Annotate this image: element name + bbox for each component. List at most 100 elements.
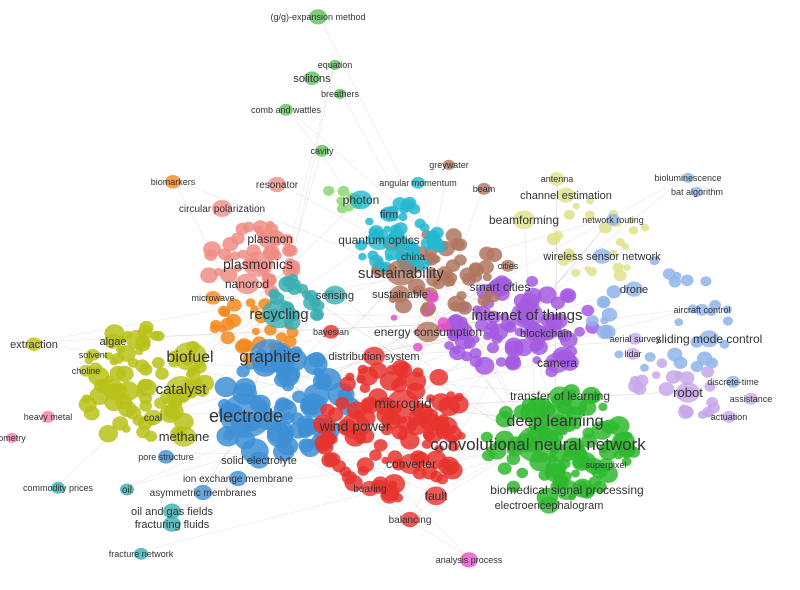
cluster-node[interactable]: [336, 196, 346, 206]
cluster-node[interactable]: [628, 226, 639, 235]
cluster-node[interactable]: [701, 366, 715, 378]
keyword-node[interactable]: [404, 248, 422, 265]
cluster-node[interactable]: [421, 439, 432, 449]
keyword-node[interactable]: [250, 339, 290, 374]
cluster-node[interactable]: [430, 226, 444, 239]
keyword-node[interactable]: [205, 291, 221, 305]
keyword-node[interactable]: [460, 552, 478, 568]
keyword-node[interactable]: [557, 187, 575, 203]
cluster-node[interactable]: [275, 397, 291, 412]
keyword-node[interactable]: [258, 228, 282, 249]
keyword-node[interactable]: [386, 260, 416, 286]
keyword-node[interactable]: [511, 301, 543, 329]
cluster-node[interactable]: [390, 314, 398, 321]
cluster-node[interactable]: [220, 267, 238, 283]
keyword-node[interactable]: [79, 364, 93, 377]
keyword-node[interactable]: [323, 325, 339, 339]
cluster-node[interactable]: [408, 203, 421, 215]
cluster-node[interactable]: [357, 465, 369, 476]
cluster-node[interactable]: [574, 326, 585, 337]
cluster-node[interactable]: [444, 341, 454, 350]
keyword-node[interactable]: [220, 393, 272, 438]
cluster-node[interactable]: [469, 262, 483, 274]
keyword-node[interactable]: [516, 425, 560, 463]
cluster-node[interactable]: [573, 458, 584, 469]
keyword-node[interactable]: [363, 346, 385, 366]
keyword-node[interactable]: [172, 426, 196, 447]
cluster-node[interactable]: [450, 238, 465, 251]
keyword-node[interactable]: [309, 9, 327, 25]
cluster-node[interactable]: [678, 404, 690, 414]
cluster-node[interactable]: [687, 304, 698, 314]
cluster-node[interactable]: [359, 383, 371, 394]
cluster-node[interactable]: [431, 393, 451, 411]
keyword-node[interactable]: [443, 159, 455, 170]
cluster-node[interactable]: [656, 358, 668, 369]
cluster-node[interactable]: [706, 397, 719, 408]
cluster-node[interactable]: [283, 335, 297, 348]
cluster-node[interactable]: [674, 318, 684, 326]
keyword-node[interactable]: [243, 251, 273, 277]
cluster-node[interactable]: [341, 470, 357, 485]
cluster-node[interactable]: [658, 382, 675, 397]
cluster-node[interactable]: [563, 250, 577, 263]
cluster-node[interactable]: [584, 210, 595, 220]
cluster-node[interactable]: [581, 386, 602, 405]
cluster-node[interactable]: [303, 353, 328, 376]
keyword-node[interactable]: [549, 386, 571, 406]
cluster-node[interactable]: [311, 299, 325, 312]
keyword-node[interactable]: [324, 285, 346, 305]
cluster-node[interactable]: [680, 274, 694, 287]
keyword-node[interactable]: [380, 206, 398, 222]
keyword-node[interactable]: [144, 409, 162, 426]
cluster-node[interactable]: [523, 287, 543, 305]
cluster-node[interactable]: [286, 327, 299, 338]
cluster-node[interactable]: [591, 420, 613, 440]
cluster-node[interactable]: [581, 433, 598, 448]
cluster-node[interactable]: [436, 474, 448, 485]
cluster-node[interactable]: [214, 376, 237, 398]
cluster-node[interactable]: [679, 371, 695, 385]
cluster-node[interactable]: [537, 286, 557, 304]
keyword-node[interactable]: [334, 88, 346, 99]
cluster-node[interactable]: [225, 313, 242, 328]
cluster-node[interactable]: [441, 420, 450, 429]
cluster-node[interactable]: [697, 410, 708, 419]
cluster-node[interactable]: [125, 405, 142, 420]
keyword-node[interactable]: [262, 299, 296, 329]
cluster-node[interactable]: [495, 357, 507, 367]
cluster-node[interactable]: [299, 418, 318, 434]
keyword-node[interactable]: [134, 547, 148, 560]
cluster-node[interactable]: [373, 439, 388, 452]
cluster-node[interactable]: [627, 217, 635, 224]
keyword-node[interactable]: [593, 248, 611, 264]
cluster-node[interactable]: [598, 221, 612, 234]
cluster-node[interactable]: [299, 393, 327, 418]
cluster-node[interactable]: [609, 250, 618, 258]
cluster-node[interactable]: [220, 308, 231, 317]
cluster-node[interactable]: [398, 212, 408, 222]
cluster-node[interactable]: [398, 416, 407, 424]
cluster-node[interactable]: [705, 357, 719, 369]
keyword-node[interactable]: [425, 486, 447, 506]
cluster-node[interactable]: [628, 379, 643, 393]
cluster-node[interactable]: [437, 317, 450, 329]
cluster-node[interactable]: [532, 356, 542, 365]
cluster-node[interactable]: [606, 285, 622, 299]
keyword-node[interactable]: [695, 303, 709, 316]
cluster-node[interactable]: [704, 381, 716, 392]
cluster-node[interactable]: [109, 365, 126, 381]
cluster-node[interactable]: [270, 250, 282, 261]
cluster-node[interactable]: [469, 271, 483, 283]
keyword-node[interactable]: [120, 483, 134, 496]
keyword-node[interactable]: [51, 481, 65, 494]
cluster-node[interactable]: [355, 239, 367, 251]
cluster-node[interactable]: [452, 346, 461, 355]
cluster-node[interactable]: [457, 301, 473, 315]
cluster-node[interactable]: [506, 480, 520, 493]
cluster-node[interactable]: [284, 258, 295, 267]
cluster-node[interactable]: [250, 305, 259, 314]
cluster-node[interactable]: [516, 467, 529, 479]
keyword-node[interactable]: [41, 410, 55, 423]
cluster-node[interactable]: [393, 237, 407, 250]
